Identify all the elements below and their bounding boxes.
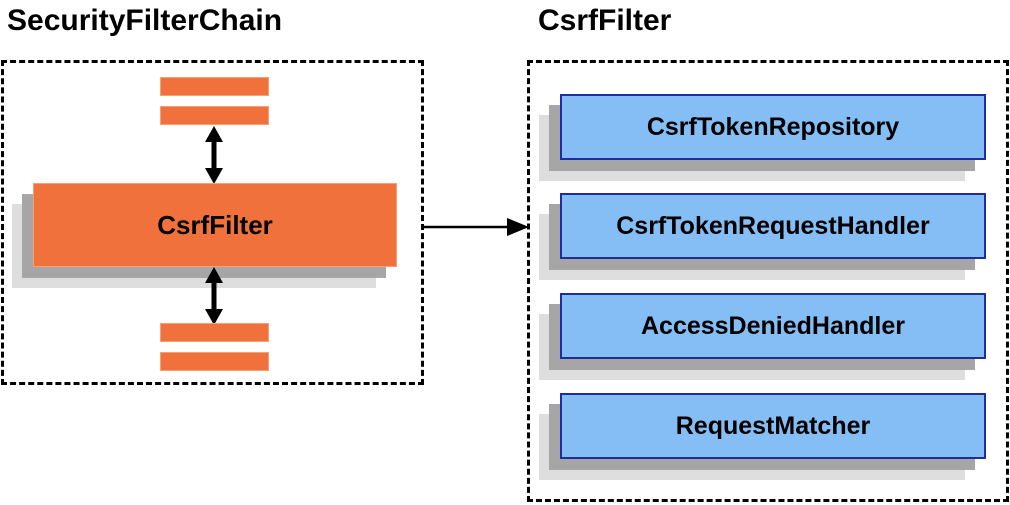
- left-panel-title: SecurityFilterChain: [7, 4, 283, 37]
- component-box: CsrfTokenRequestHandler: [560, 193, 986, 259]
- component-label: CsrfTokenRequestHandler: [616, 211, 930, 240]
- csrf-filter-box-label: CsrfFilter: [157, 209, 273, 240]
- component-box: AccessDeniedHandler: [560, 293, 986, 359]
- filter-bar-top-2: [160, 106, 269, 125]
- filter-bar-bottom-2: [160, 352, 269, 371]
- component-box: CsrfTokenRepository: [560, 94, 986, 160]
- bidirectional-arrow-icon: [205, 267, 223, 325]
- filter-bar-bottom-1: [160, 323, 269, 342]
- component-access-denied-handler: AccessDeniedHandler: [530, 63, 1006, 499]
- component-request-matcher: RequestMatcher: [530, 63, 1006, 499]
- right-panel-title: CsrfFilter: [538, 4, 672, 37]
- component-csrf-token-repository: CsrfTokenRepository: [530, 63, 1006, 499]
- security-filter-chain-container: CsrfFilter: [1, 60, 424, 385]
- csrf-filter-box: CsrfFilter: [33, 183, 397, 267]
- filter-bar-top-1: [160, 77, 269, 96]
- csrf-filter-components-container: CsrfTokenRepository CsrfTokenRequestHand…: [527, 60, 1009, 502]
- component-label: AccessDeniedHandler: [640, 311, 905, 340]
- bidirectional-arrow-icon: [205, 126, 223, 184]
- component-label: CsrfTokenRepository: [646, 112, 900, 141]
- component-box: RequestMatcher: [560, 393, 986, 459]
- component-csrf-token-request-handler: CsrfTokenRequestHandler: [530, 63, 1006, 499]
- component-label: RequestMatcher: [675, 411, 871, 440]
- flow-arrow-icon: [421, 218, 529, 236]
